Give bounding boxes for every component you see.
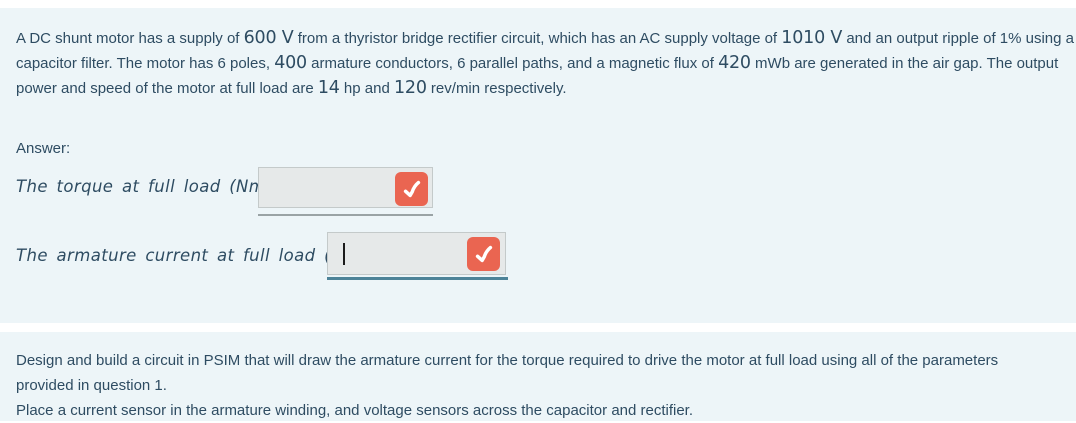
check-icon xyxy=(403,180,420,198)
armature-current-input[interactable] xyxy=(334,235,455,269)
answer-heading: Answer: xyxy=(16,140,71,157)
question-panel: A DC shunt motor has a supply of 600 V f… xyxy=(0,8,1076,323)
armature-current-answer-field xyxy=(327,232,506,275)
check-torque-button[interactable] xyxy=(395,172,428,206)
text-cursor xyxy=(343,243,345,265)
armature-current-field-underline xyxy=(327,277,508,280)
task-text-line: provided in question 1. xyxy=(16,377,167,394)
task-panel: Design and build a circuit in PSIM that … xyxy=(0,332,1076,421)
task-text-line: Place a current sensor in the armature w… xyxy=(16,402,694,419)
task-text-line: Design and build a circuit in PSIM that … xyxy=(16,352,999,369)
check-icon xyxy=(475,245,492,263)
question-text-line: A DC shunt motor has a supply of 600 V f… xyxy=(16,28,1074,48)
torque-answer-field xyxy=(258,167,433,208)
torque-field-underline xyxy=(258,214,433,216)
question-text-line: capacitor filter. The motor has 6 poles,… xyxy=(16,53,1059,73)
torque-field-label: The torque at full load (Nm) = xyxy=(16,177,295,196)
check-armature-current-button[interactable] xyxy=(467,237,500,271)
torque-input[interactable] xyxy=(265,170,386,204)
armature-current-field-label: The armature current at full load (Ia) = xyxy=(16,246,377,265)
question-text-line: power and speed of the motor at full loa… xyxy=(16,78,567,98)
